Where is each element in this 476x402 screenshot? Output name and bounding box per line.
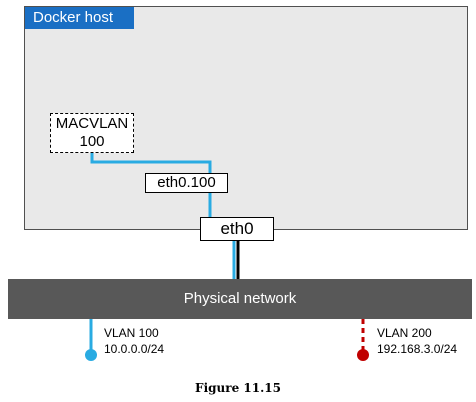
macvlan-to-subinterface-link [90, 153, 212, 173]
vlan100-label: VLAN 100 10.0.0.0/24 [104, 325, 164, 357]
macvlan-id: 100 [79, 133, 105, 150]
macvlan-100-node: MACVLAN 100 [50, 113, 134, 153]
vlan100-name: VLAN 100 [104, 326, 159, 340]
vlan200-label: VLAN 200 192.168.3.0/24 [377, 325, 457, 357]
macvlan-label: MACVLAN [55, 115, 129, 132]
eth0-100-subinterface: eth0.100 [145, 173, 228, 193]
figure-caption: Figure 11.15 [195, 381, 281, 395]
vlan200-endpoint [357, 349, 369, 361]
vlan100-subnet: 10.0.0.0/24 [104, 342, 165, 356]
docker-host-title: Docker host [25, 7, 134, 29]
vlan200-subnet: 192.168.3.0/24 [377, 342, 458, 356]
physical-network-bar: Physical network [8, 279, 472, 319]
vlan200-name: VLAN 200 [377, 326, 432, 340]
vlan100-endpoint [85, 349, 97, 361]
eth0-interface: eth0 [200, 217, 274, 241]
